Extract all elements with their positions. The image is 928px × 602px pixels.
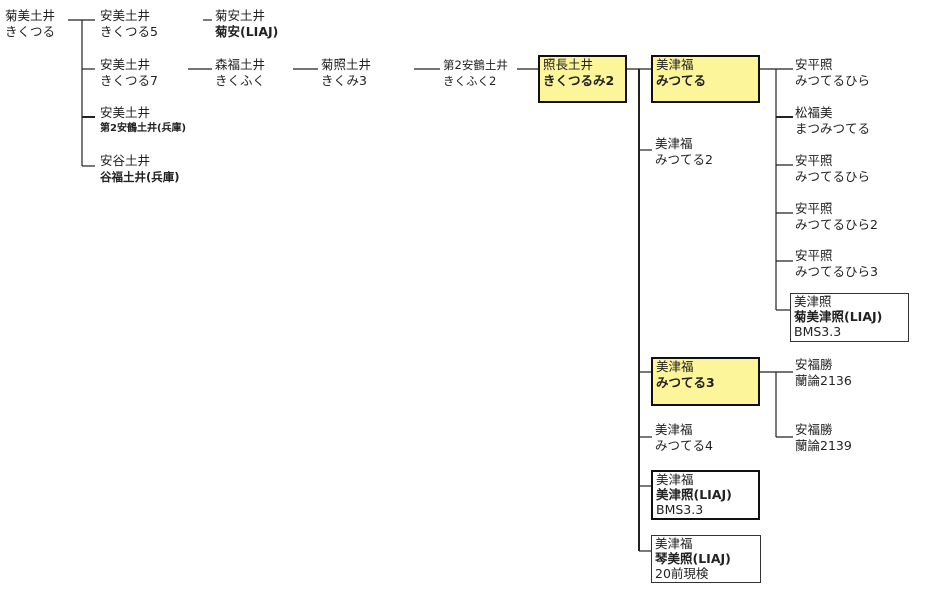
node-line1: 美津福 bbox=[656, 57, 694, 72]
node-line1: 美津照 bbox=[794, 294, 832, 309]
node-line2: みつてる bbox=[656, 73, 707, 88]
node-line1: 安福勝 bbox=[795, 357, 833, 372]
node-line3: BMS3.3 bbox=[794, 324, 842, 339]
node-line2: きくつるみ2 bbox=[543, 73, 615, 88]
highlighted-node: 照長土井 きくつるみ2 bbox=[538, 55, 627, 103]
pedigree-node: 森福土井 きくふく bbox=[215, 57, 265, 89]
node-line3: BMS3.3 bbox=[656, 502, 704, 517]
pedigree-node: 松福美 まつみつてる bbox=[795, 105, 870, 137]
pedigree-node: 安平照 みつてるひら2 bbox=[795, 201, 878, 233]
node-line1: 菊安土井 bbox=[215, 8, 266, 23]
pedigree-node: 菊安土井 菊安(LIAJ) bbox=[215, 8, 278, 40]
node-line2: 美津照(LIAJ) bbox=[656, 487, 732, 502]
node-line2: きくつる5 bbox=[100, 24, 158, 39]
node-line2: みつてる3 bbox=[656, 375, 715, 390]
pedigree-node: 安平照 みつてるひら bbox=[795, 153, 870, 185]
node-line1: 安平照 bbox=[795, 248, 833, 263]
pedigree-node: 第2安鶴土井 きくふく2 bbox=[443, 57, 508, 89]
node-line1: 美津福 bbox=[655, 536, 693, 551]
node-line2: 琴美照(LIAJ) bbox=[655, 551, 731, 566]
node-line2: 蘭論2139 bbox=[795, 438, 852, 453]
node-line1: 美津福 bbox=[656, 359, 694, 374]
node-line1: 安平照 bbox=[795, 57, 833, 72]
node-line1: 照長土井 bbox=[543, 57, 594, 72]
highlighted-node: 美津福 みつてる3 bbox=[651, 357, 760, 406]
pedigree-node: 安福勝 蘭論2139 bbox=[795, 422, 852, 454]
node-line2: 菊安(LIAJ) bbox=[215, 24, 279, 39]
node-line1: 美津福 bbox=[655, 422, 693, 437]
node-line1: 安美土井 bbox=[100, 57, 151, 72]
node-line1: 安谷土井 bbox=[100, 153, 151, 168]
pedigree-node: 安美土井 きくつる5 bbox=[100, 8, 158, 40]
node-line2: 蘭論2136 bbox=[795, 373, 852, 388]
pedigree-node: 安平照 みつてるひら3 bbox=[795, 248, 878, 280]
node-line1: 美津福 bbox=[655, 136, 693, 151]
pedigree-node: 美津福 みつてる2 bbox=[655, 136, 713, 168]
bordered-node: 美津照 菊美津照(LIAJ) BMS3.3 bbox=[790, 293, 909, 342]
node-line2: きくふく bbox=[215, 73, 266, 88]
node-line2: みつてるひら bbox=[795, 169, 871, 184]
highlighted-node: 美津福 みつてる bbox=[651, 55, 760, 103]
pedigree-node: 安福勝 蘭論2136 bbox=[795, 357, 852, 389]
pedigree-node: 安美土井 第2安鶴土井(兵庫) bbox=[100, 105, 186, 137]
pedigree-node: 菊照土井 きくみ3 bbox=[321, 57, 371, 89]
pedigree-node: 菊美土井 きくつる bbox=[5, 8, 55, 40]
node-line2: まつみつてる bbox=[795, 121, 871, 136]
pedigree-node: 安美土井 きくつる7 bbox=[100, 57, 158, 89]
pedigree-node: 美津福 みつてる4 bbox=[655, 422, 713, 454]
node-line1: 安美土井 bbox=[100, 8, 151, 23]
node-line3: 20前現検 bbox=[655, 566, 709, 581]
node-line2: きくつる7 bbox=[100, 73, 158, 88]
node-line1: 菊美土井 bbox=[5, 8, 56, 23]
node-line1: 安平照 bbox=[795, 201, 833, 216]
pedigree-node: 安谷土井 谷福土井(兵庫) bbox=[100, 153, 180, 185]
node-line1: 安福勝 bbox=[795, 422, 833, 437]
node-line2: 谷福土井(兵庫) bbox=[100, 170, 180, 184]
node-line2: みつてる2 bbox=[655, 152, 713, 167]
node-line1: 松福美 bbox=[795, 105, 833, 120]
node-line1: 安美土井 bbox=[100, 105, 151, 120]
node-line2: みつてる4 bbox=[655, 438, 713, 453]
node-line2: きくみ3 bbox=[321, 73, 367, 88]
node-line1: 第2安鶴土井 bbox=[443, 58, 508, 72]
node-line2: きくつる bbox=[5, 24, 56, 39]
node-line2: みつてるひら3 bbox=[795, 264, 878, 279]
node-line2: みつてるひら bbox=[795, 73, 871, 88]
node-line2: きくふく2 bbox=[443, 74, 497, 88]
node-line1: 美津福 bbox=[656, 472, 694, 487]
node-line1: 森福土井 bbox=[215, 57, 266, 72]
node-line1: 安平照 bbox=[795, 153, 833, 168]
node-line1: 菊照土井 bbox=[321, 57, 372, 72]
node-line2: みつてるひら2 bbox=[795, 217, 878, 232]
node-line2: 第2安鶴土井(兵庫) bbox=[100, 123, 187, 134]
bordered-node: 美津福 美津照(LIAJ) BMS3.3 bbox=[651, 470, 760, 520]
pedigree-node: 安平照 みつてるひら bbox=[795, 57, 870, 89]
bordered-node: 美津福 琴美照(LIAJ) 20前現検 bbox=[651, 535, 761, 583]
node-line2: 菊美津照(LIAJ) bbox=[794, 309, 883, 324]
